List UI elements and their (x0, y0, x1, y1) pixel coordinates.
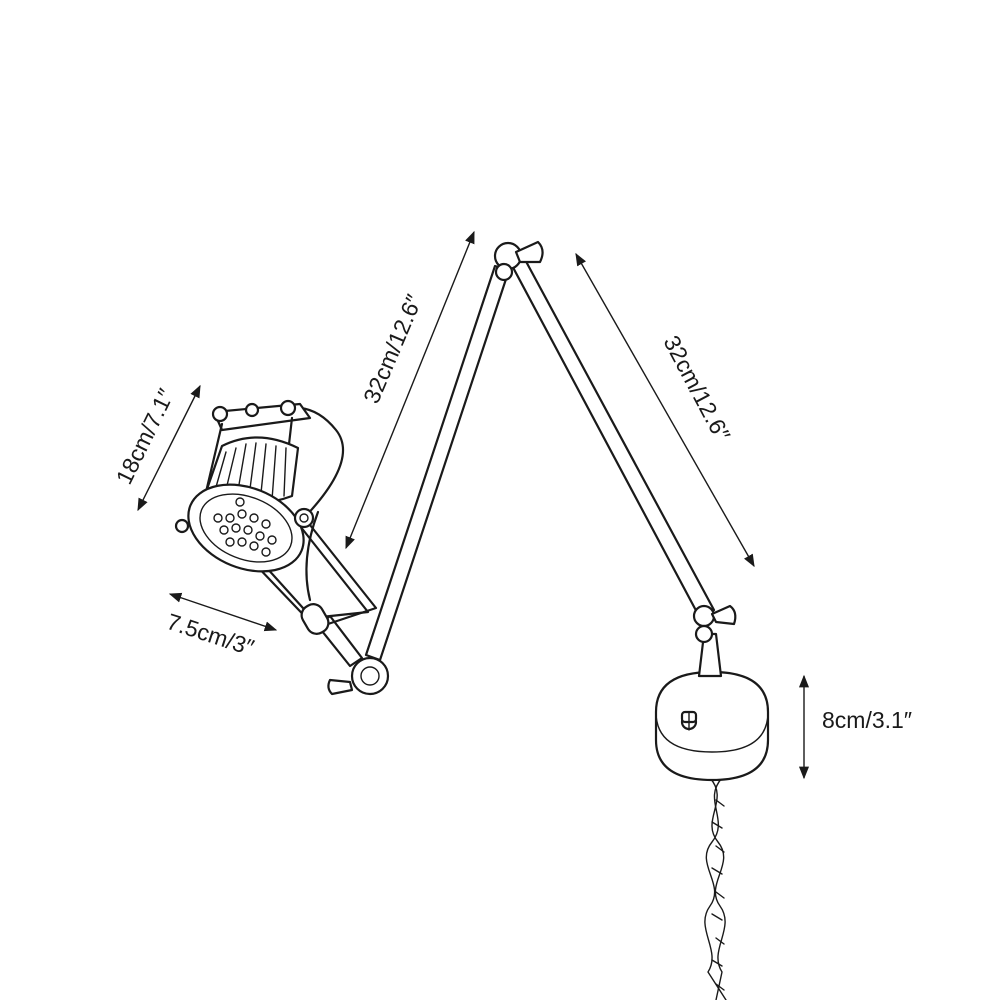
dimension-label-base-diameter: 8cm/3.1″ (822, 707, 912, 733)
yoke-bracket (230, 406, 378, 635)
dimension-shade-height: 18cm/7.1″ (111, 385, 201, 512)
power-cord (704, 777, 727, 1000)
toggle-switch-icon (680, 710, 698, 731)
spotlight-shade (174, 399, 315, 573)
upper-arm (364, 240, 544, 662)
dimension-shade-width: 7.5cm/3″ (164, 592, 278, 661)
lower-arm (506, 252, 737, 678)
dimension-label-shade-width: 7.5cm/3″ (164, 608, 258, 661)
dimension-label-upper-arm: 32cm/12.6″ (358, 291, 427, 408)
led-array (213, 497, 277, 557)
dimension-base-diameter: 8cm/3.1″ (798, 674, 912, 780)
dimension-label-lower-arm: 32cm/12.6″ (658, 331, 735, 445)
shade-joint (316, 614, 390, 696)
wall-base (654, 670, 770, 782)
dimension-label-shade-height: 18cm/7.1″ (111, 385, 179, 489)
